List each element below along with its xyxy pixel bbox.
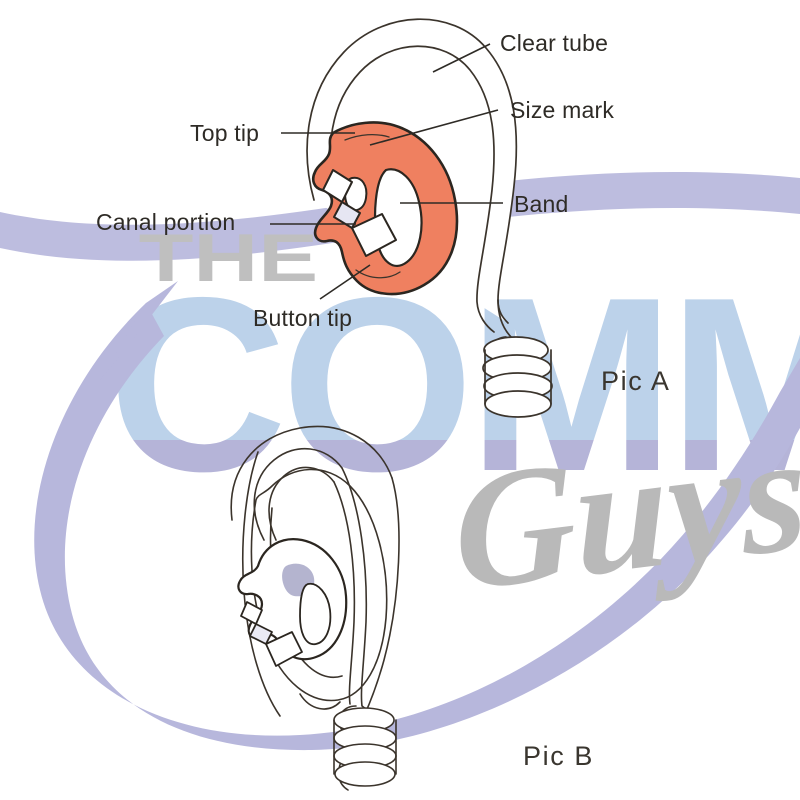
ear-tube-coil [333, 705, 397, 787]
leader-button-tip [319, 264, 371, 300]
watermark-guys-text: Guys [450, 398, 800, 627]
callout-label-canal-portion: Canal portion [96, 209, 236, 235]
ear-tube-over-ear-inner [268, 466, 335, 541]
ear-tube-down-inner [333, 481, 356, 705]
callout-label-clear-tube: Clear tube [500, 30, 609, 56]
button-tip-block [351, 213, 397, 257]
head-profile-front [230, 425, 393, 521]
ear-lobe [299, 693, 341, 710]
leader-clear-tube [432, 43, 491, 73]
callout-label-button-tip: Button tip [253, 305, 353, 331]
watermark-comm-text-bottom: COMM [108, 245, 800, 523]
ear-tube-over-ear-outer [253, 447, 343, 541]
figure-label-pic-a: Pic A [601, 366, 671, 396]
callout-label-band: Band [514, 191, 569, 217]
ear-button-tip-block [265, 631, 303, 667]
leader-size-mark [369, 109, 499, 146]
clear-tube-descending [497, 299, 513, 339]
figure-label-pic-b: Pic B [523, 741, 595, 771]
earpiece-contour-a [344, 133, 390, 141]
watermark-comm-bottom: COMM [108, 245, 800, 523]
tube-coil [482, 336, 553, 418]
callout-leader-lines [270, 43, 503, 300]
callout-label-top-tip: Top tip [190, 120, 260, 146]
callout-label-size-mark: Size mark [510, 97, 615, 123]
clear-tube-inner-wall [329, 45, 495, 333]
ear-mould-inner-opening [299, 582, 332, 646]
watermark-swoosh [34, 303, 800, 751]
watermark-swoosh-tail [100, 281, 178, 380]
watermark-the-text: THE [139, 220, 318, 296]
ear-tube-down-outer [341, 467, 368, 707]
